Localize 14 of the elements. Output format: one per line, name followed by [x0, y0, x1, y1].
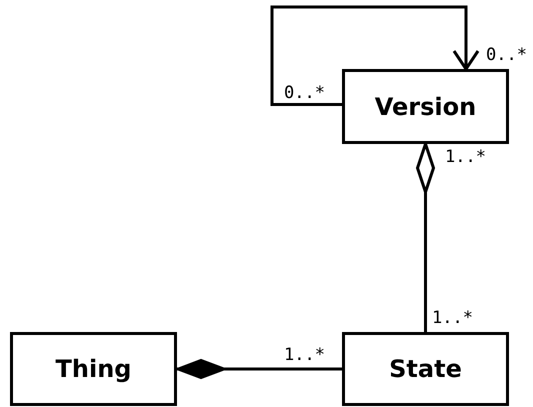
class-box — [342, 332, 509, 406]
class-name: State — [389, 355, 462, 383]
multiplicity-label: 1..* — [445, 148, 486, 166]
arrow — [270, 6, 480, 106]
class-box — [342, 69, 509, 144]
association-line — [176, 359, 342, 379]
association-line — [416, 142, 435, 332]
class-name: Thing — [56, 355, 132, 383]
multiplicity-label: 0..* — [486, 46, 527, 64]
class-name: Version — [374, 92, 476, 120]
multiplicity-label: 1..* — [432, 309, 473, 327]
class-box — [10, 332, 177, 406]
multiplicity-label: 1..* — [284, 346, 325, 364]
multiplicity-label: 0..* — [284, 84, 325, 102]
